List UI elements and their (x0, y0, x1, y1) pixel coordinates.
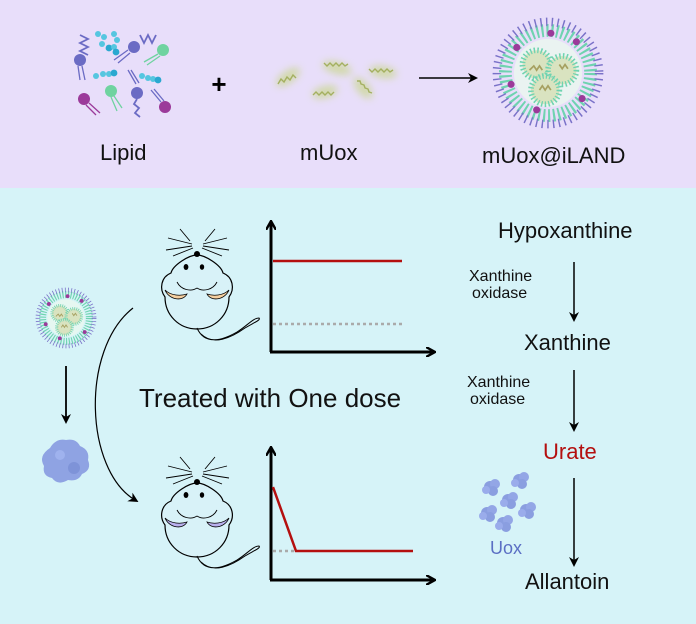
urate-chart-after (270, 448, 434, 580)
pathway-step-allantoin: Allantoin (525, 569, 610, 594)
pathway-step-xanthine: Xanthine (524, 330, 611, 355)
mouse-after-icon (161, 456, 260, 569)
urate-chart-before (270, 222, 434, 352)
uox-enzyme-cluster-icon (479, 472, 536, 532)
muox-label: mUox (300, 140, 358, 165)
enzyme-label-1: Xanthine oxidase (469, 268, 532, 302)
uox-label: Uox (490, 538, 523, 558)
nanoparticle-icon (38, 290, 94, 346)
plus-sign: + (211, 69, 226, 99)
treatment-label: Treated with One dose (139, 383, 402, 413)
enzyme-label-2-line2: oxidase (470, 391, 526, 408)
pathway-step-urate: Urate (543, 439, 597, 464)
enzyme-label-2: Xanthine oxidase (467, 374, 530, 408)
lipid-label: Lipid (100, 140, 147, 165)
enzyme-label-2-line1: Xanthine (467, 374, 531, 391)
enzyme-label-1-line2: oxidase (472, 285, 528, 302)
pathway-step-hypoxanthine: Hypoxanthine (498, 218, 633, 243)
lipid-icon (74, 31, 171, 118)
enzyme-label-1-line1: Xanthine (469, 268, 533, 285)
treatment-curved-arrow (94, 307, 139, 503)
muox-enzyme-icon (276, 61, 397, 99)
urate-level-line (271, 486, 413, 553)
muox-iland-label: mUox@iLAND (482, 143, 626, 168)
uox-protein-icon (42, 439, 90, 483)
mouse-before-icon (161, 228, 260, 341)
muox-iland-nanoparticle-icon (497, 22, 599, 124)
